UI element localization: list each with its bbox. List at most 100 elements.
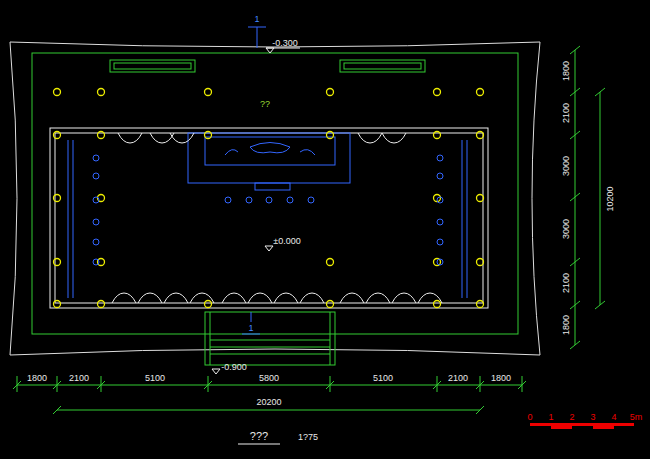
column [205, 89, 212, 96]
inner-column [266, 197, 272, 203]
scale-tick: 4 [611, 413, 616, 422]
dimension-ticks [13, 46, 605, 414]
tick [595, 88, 605, 96]
door-leaf [112, 293, 124, 303]
inner-column [437, 155, 443, 161]
steps [344, 63, 421, 69]
door-leaf [352, 293, 364, 303]
scale-ratio: 1?75 [298, 433, 318, 442]
dimension: 1800 [491, 374, 511, 383]
dimension: 5800 [259, 374, 279, 383]
tick [570, 131, 580, 139]
column [54, 89, 61, 96]
inner-column [93, 197, 99, 203]
dimension: 5100 [373, 374, 393, 383]
inner-column [93, 259, 99, 265]
tick [17, 376, 18, 392]
columns [54, 89, 484, 308]
column [205, 301, 212, 308]
platform-edge [32, 53, 518, 334]
dimension: 3000 [562, 156, 571, 176]
column [327, 89, 334, 96]
inner-column [437, 239, 443, 245]
elevation: -0.900 [221, 363, 247, 372]
altar [188, 133, 350, 190]
column [327, 259, 334, 266]
dimension: 2100 [562, 103, 571, 123]
steps [205, 312, 335, 365]
door-leaf [124, 293, 136, 303]
section-mark [242, 27, 266, 334]
dimension: 3000 [562, 219, 571, 239]
scale-bar [530, 423, 634, 429]
door-leaf [130, 133, 142, 143]
inner-column [287, 197, 293, 203]
tick [595, 301, 605, 309]
scale-tick: 1 [548, 413, 553, 422]
door-leaf [394, 133, 406, 143]
tick [57, 376, 58, 392]
door-leaf [170, 133, 182, 143]
tick [570, 341, 580, 349]
tick [480, 376, 481, 392]
door-leaf [176, 293, 188, 303]
column [98, 301, 105, 308]
inner-column [93, 239, 99, 245]
door-leaf [202, 293, 214, 303]
door-leaf [358, 133, 370, 143]
door-leaf [286, 293, 298, 303]
door-leaf [118, 133, 130, 143]
door-leaf [164, 293, 176, 303]
inner-column [437, 219, 443, 225]
door-leaf [222, 293, 234, 303]
window-strip [68, 140, 467, 298]
column [54, 195, 61, 202]
column [98, 132, 105, 139]
tick [570, 88, 580, 96]
door-leaf [392, 293, 404, 303]
door-leaf [150, 133, 162, 143]
door-leaf [382, 133, 394, 143]
inner-column [437, 173, 443, 179]
tick [570, 46, 580, 54]
column [477, 259, 484, 266]
column [434, 301, 441, 308]
column [477, 301, 484, 308]
drawing-title: ??? [250, 431, 268, 442]
door-leaf [260, 293, 272, 303]
inner-column [437, 259, 443, 265]
elevation: -0.300 [272, 39, 298, 48]
scale-tick: 0 [527, 413, 532, 422]
column [477, 89, 484, 96]
wall [50, 128, 488, 308]
tick [570, 258, 580, 266]
door-leaf [370, 133, 382, 143]
inner-column [93, 155, 99, 161]
column [54, 259, 61, 266]
door-leaf [248, 293, 260, 303]
column [434, 89, 441, 96]
column [54, 301, 61, 308]
section-number: 1 [254, 15, 259, 24]
column [434, 132, 441, 139]
wall [55, 133, 483, 303]
door-leaf [300, 293, 312, 303]
dimension: 10200 [606, 186, 615, 211]
inner-column [93, 219, 99, 225]
dimension: 2100 [69, 374, 89, 383]
inner-column [93, 173, 99, 179]
column [477, 195, 484, 202]
dimension: 20200 [256, 398, 281, 407]
steps [340, 60, 425, 72]
column [98, 89, 105, 96]
door-leaf [234, 293, 246, 303]
room-name: ?? [260, 100, 270, 109]
column [477, 132, 484, 139]
door-leaf [404, 293, 416, 303]
site-outline [10, 42, 540, 355]
door-leaf [182, 133, 194, 143]
inner-column [437, 197, 443, 203]
dimension: 1800 [562, 61, 571, 81]
dimension: 2100 [562, 273, 571, 293]
